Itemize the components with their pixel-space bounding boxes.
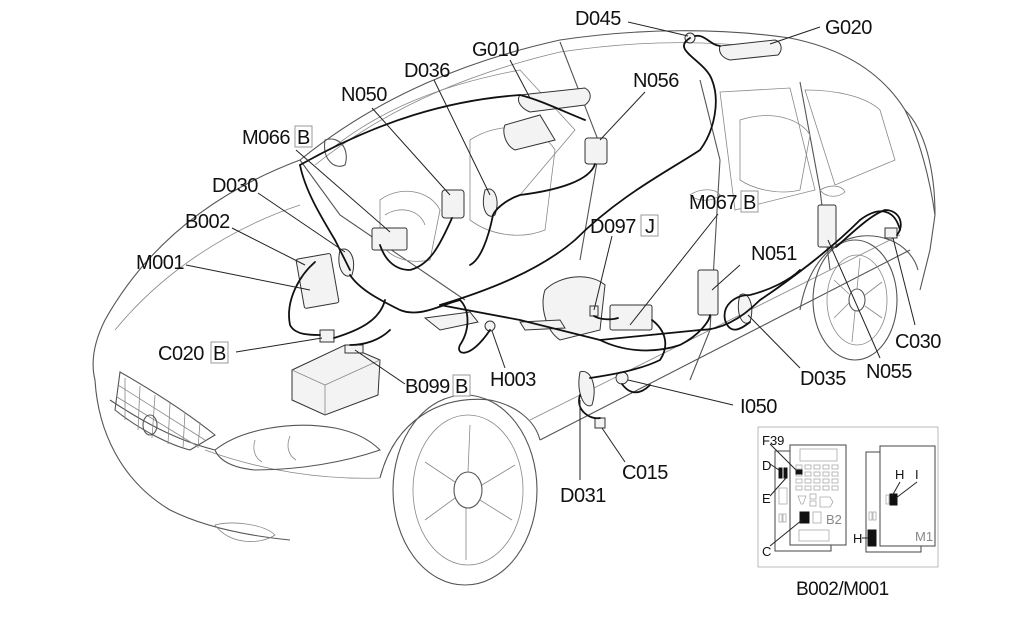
- suffix-badge: B: [297, 127, 310, 149]
- suffix-badge: J: [645, 216, 655, 238]
- fuse-f39: [795, 469, 803, 475]
- svg-text:M066: M066: [242, 127, 290, 149]
- connector-i: [893, 493, 898, 506]
- label-b002: B002: [185, 211, 230, 233]
- rear-wheel: [812, 239, 898, 361]
- battery: [291, 344, 381, 416]
- callout-d: D: [762, 458, 771, 473]
- m066-module: [371, 227, 408, 251]
- connector-h-top: [889, 493, 894, 506]
- grille: [114, 371, 216, 451]
- inset-panel-m1: M1 H I H: [853, 445, 936, 553]
- callout-i: I: [915, 467, 919, 482]
- component-labels: D045 G020 G010 D036 N056 N050 M066 B D03…: [136, 8, 942, 507]
- svg-text:D097: D097: [590, 216, 636, 238]
- connector-e: [783, 467, 788, 479]
- label-c015: C015: [622, 462, 668, 484]
- m067-module: [609, 304, 653, 331]
- label-g010: G010: [472, 39, 519, 61]
- callout-e: E: [762, 491, 771, 506]
- inset-panel-b2: B2 F39 D E C: [762, 433, 847, 559]
- connector-c: [799, 511, 810, 524]
- label-d097: D097 J: [590, 214, 659, 238]
- label-d035: D035: [800, 368, 846, 390]
- label-d030: D030: [212, 175, 258, 197]
- label-d045: D045: [575, 8, 621, 30]
- d031-connector: [578, 370, 595, 407]
- inset-b002-m001: B2 F39 D E C M1 H I H B002/M: [757, 426, 939, 600]
- n055-retractor: [817, 204, 837, 248]
- suffix-badge: B: [455, 376, 468, 398]
- connector-h-bottom: [867, 529, 877, 547]
- d097-connector: [589, 305, 599, 317]
- suffix-badge: B: [213, 343, 226, 365]
- inset-panel-name-m1: M1: [915, 529, 933, 544]
- n050-retractor: [441, 189, 465, 219]
- c030-connector: [884, 227, 898, 239]
- d036-connector: [482, 188, 498, 217]
- label-b099: B099 B: [405, 374, 471, 398]
- c015-connector: [594, 417, 606, 429]
- callout-c: C: [762, 544, 771, 559]
- n056-retractor: [584, 137, 608, 165]
- callout-h-bottom: H: [853, 531, 862, 546]
- leader-lines: [185, 21, 916, 480]
- g010-interior-light: [517, 87, 591, 113]
- label-g020: G020: [825, 17, 872, 39]
- svg-text:M067: M067: [689, 192, 737, 214]
- label-c020: C020 B: [158, 341, 229, 365]
- b002-fuse-box: [295, 253, 340, 309]
- car-body: [92, 30, 936, 586]
- label-n055: N055: [866, 361, 912, 383]
- components: [291, 32, 898, 429]
- label-h003: H003: [490, 369, 536, 391]
- rearview-mirror: [503, 114, 556, 151]
- label-n051: N051: [751, 243, 797, 265]
- callout-h-top: H: [895, 467, 904, 482]
- label-n056: N056: [633, 70, 679, 92]
- connector-d: [778, 467, 783, 479]
- label-m067: M067 B: [689, 190, 759, 214]
- inset-caption: B002/M001: [796, 579, 889, 600]
- svg-text:B099: B099: [405, 376, 450, 398]
- label-c030: C030: [895, 331, 941, 353]
- inset-panel-name-b2: B2: [826, 512, 842, 527]
- wiring-harness: [288, 34, 902, 420]
- svg-text:C020: C020: [158, 343, 204, 365]
- g020-roof-module: [719, 39, 782, 61]
- label-m001: M001: [136, 252, 184, 274]
- callout-f39: F39: [762, 433, 784, 448]
- label-m066: M066 B: [242, 125, 313, 149]
- label-d031: D031: [560, 485, 606, 507]
- n051-retractor: [697, 269, 719, 316]
- c020-relay: [319, 329, 335, 343]
- label-n050: N050: [341, 84, 387, 106]
- front-wheel: [392, 394, 538, 586]
- suffix-badge: B: [743, 192, 756, 214]
- label-i050: I050: [740, 396, 777, 418]
- console-tray: [423, 311, 479, 331]
- label-d036: D036: [404, 60, 450, 82]
